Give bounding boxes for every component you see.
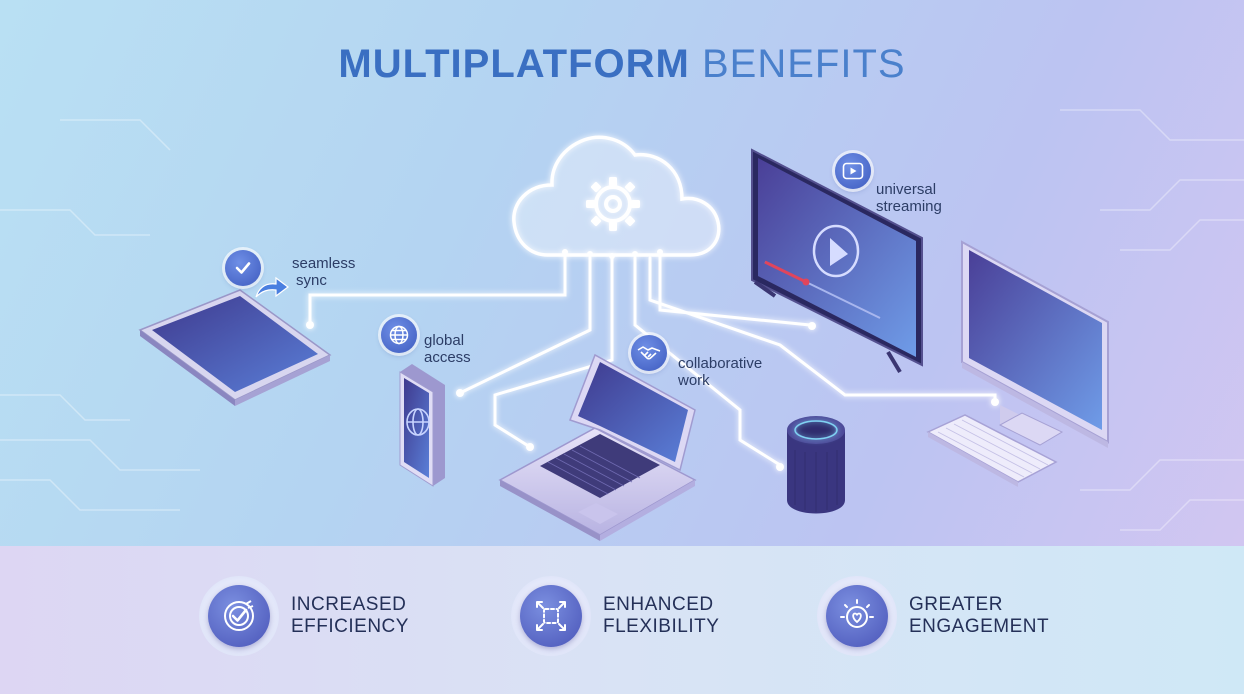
title-part-1: MULTIPLATFORM	[338, 42, 690, 86]
title-part-2: BENEFITS	[701, 42, 906, 86]
benefit-icon-ring	[511, 576, 591, 656]
benefit-icon-ring	[199, 576, 279, 656]
callout-seamless-sync: seamless sync	[292, 255, 355, 289]
smart-tv-device	[751, 148, 923, 374]
check-sync-icon	[225, 250, 261, 286]
target-check-icon	[208, 585, 270, 647]
heart-sparkle-icon	[826, 585, 888, 647]
benefit-engagement-line1: GREATER	[909, 594, 1003, 615]
benefit-flexibility-line2: FLEXIBILITY	[603, 616, 720, 637]
phone-globe-icon	[406, 408, 430, 436]
play-icon	[835, 153, 871, 189]
callout-global-line2: access	[424, 349, 471, 366]
benefit-label: GREATER ENGAGEMENT	[909, 594, 1049, 638]
smart-speaker-device	[787, 416, 845, 514]
tablet-device	[138, 289, 332, 406]
keyboard-device	[926, 414, 1058, 487]
laptop-device	[498, 353, 697, 541]
callout-streaming-line2: streaming	[876, 198, 942, 215]
benefit-label: INCREASED EFFICIENCY	[291, 594, 409, 638]
expand-arrows-icon	[520, 585, 582, 647]
sync-arrows-icon	[255, 276, 289, 298]
benefit-flexibility-line1: ENHANCED	[603, 594, 714, 615]
page-title: MULTIPLATFORM BENEFITS	[0, 42, 1244, 87]
smartphone-device	[399, 364, 445, 487]
handshake-icon	[631, 335, 667, 371]
callout-global-line1: global	[424, 332, 465, 349]
callout-collaborative-work: collaborative work	[678, 355, 762, 389]
benefit-icon-ring	[817, 576, 897, 656]
benefit-increased-efficiency: INCREASED EFFICIENCY	[199, 575, 409, 657]
callout-collab-line2: work	[678, 372, 710, 389]
tv-play-icon	[812, 224, 860, 278]
benefit-greater-engagement: GREATER ENGAGEMENT	[817, 575, 1049, 657]
callout-streaming-line1: universal	[876, 181, 937, 198]
circuit-traces	[0, 109, 1244, 531]
callout-global-access: global access	[424, 332, 471, 366]
globe-icon	[381, 317, 417, 353]
connection-lines	[308, 253, 997, 467]
desktop-monitor-device	[961, 240, 1109, 448]
benefit-engagement-line2: ENGAGEMENT	[909, 616, 1050, 637]
benefit-enhanced-flexibility: ENHANCED FLEXIBILITY	[511, 575, 719, 657]
callout-collab-line1: collaborative	[678, 355, 763, 372]
callout-universal-streaming: universal streaming	[876, 181, 942, 215]
benefit-efficiency-line1: INCREASED	[291, 594, 407, 615]
callout-sync-line1: seamless	[292, 255, 356, 272]
benefit-efficiency-line2: EFFICIENCY	[291, 616, 409, 637]
callout-sync-line2: sync	[296, 272, 327, 289]
cloud-gear-icon	[512, 135, 721, 257]
benefit-label: ENHANCED FLEXIBILITY	[603, 594, 719, 638]
